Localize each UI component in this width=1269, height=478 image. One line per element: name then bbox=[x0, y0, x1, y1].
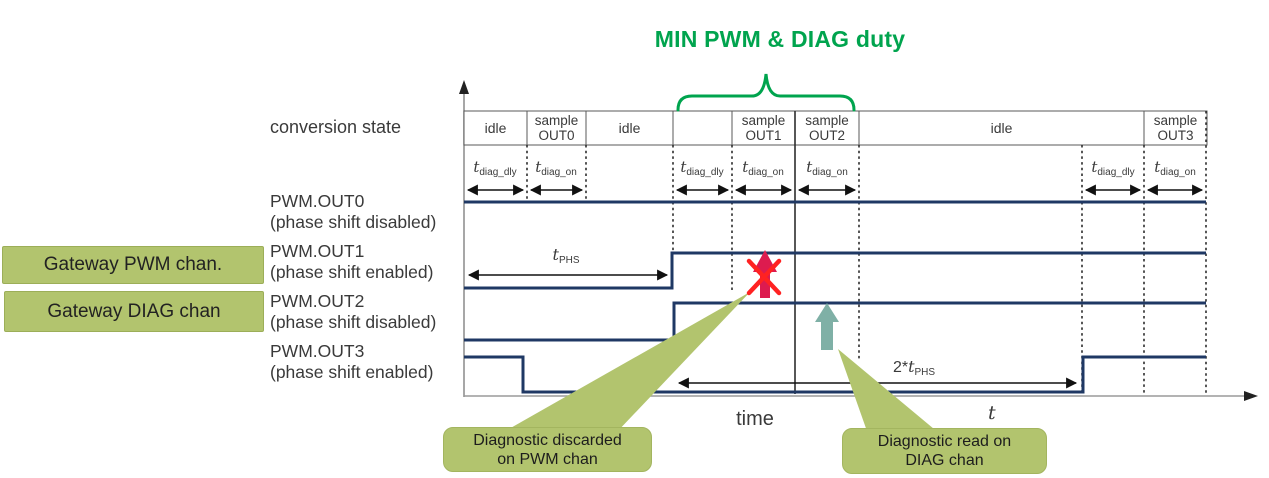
timing-mark-tdiagon-4: tdiag_on bbox=[1154, 158, 1196, 178]
state-cell-sample-out2: sample OUT2 bbox=[805, 113, 849, 143]
signal-label-pwm-out0: PWM.OUT0 (phase shift disabled) bbox=[270, 191, 437, 232]
state-cell-sample-out0: sample OUT0 bbox=[534, 113, 579, 143]
t-axis-label: t bbox=[988, 402, 996, 424]
pwm-out2-waveform bbox=[464, 301, 1206, 342]
gateway-diag-chan-label: Gateway DIAG chan bbox=[4, 291, 264, 332]
state-cell-sample-out3: sample OUT3 bbox=[1153, 113, 1198, 143]
timing-mark-tdiagon-3: tdiag_on bbox=[806, 158, 848, 178]
timing-mark-tdiagon-1: tdiag_on bbox=[535, 158, 577, 178]
gateway-pwm-chan-label: Gateway PWM chan. bbox=[2, 246, 264, 284]
state-cell-idle-2: idle bbox=[618, 119, 641, 136]
timing-mark-tdiagdly-1: tdiag_dly bbox=[473, 158, 517, 178]
timing-mark-tdiagon-2: tdiag_on bbox=[742, 158, 784, 178]
state-cell-idle-1: idle bbox=[484, 119, 507, 136]
conversion-state-grid bbox=[463, 110, 1208, 146]
diagram-title: MIN PWM & DIAG duty bbox=[654, 26, 906, 52]
two-t-phs-label: 2*tPHS bbox=[892, 357, 936, 378]
waveforms bbox=[464, 200, 1206, 394]
discard-arrow-icon bbox=[746, 250, 782, 298]
state-cell-idle-3: idle bbox=[990, 119, 1013, 136]
state-cell-blank bbox=[673, 111, 732, 145]
pwm-out1-waveform bbox=[464, 251, 1206, 290]
t-phs-label: tPHS bbox=[552, 245, 580, 266]
state-cell-sample-out1: sample OUT1 bbox=[741, 113, 786, 143]
time-axis-label: time bbox=[736, 408, 774, 430]
discard-callout-wedge bbox=[500, 292, 750, 434]
callout-diagnostic-read: Diagnostic read on DIAG chan bbox=[842, 428, 1047, 474]
pwm-out3-waveform bbox=[464, 355, 1206, 394]
signal-label-pwm-out3: PWM.OUT3 (phase shift enabled) bbox=[270, 341, 434, 382]
conversion-state-label: conversion state bbox=[270, 117, 402, 137]
callout-diagnostic-discarded: Diagnostic discarded on PWM chan bbox=[443, 427, 652, 472]
signal-label-pwm-out1: PWM.OUT1 (phase shift enabled) bbox=[270, 241, 434, 282]
dotted-guides bbox=[526, 111, 1207, 394]
timing-mark-tdiagdly-2: tdiag_dly bbox=[680, 158, 724, 178]
timing-mark-tdiagdly-3: tdiag_dly bbox=[1091, 158, 1135, 178]
read-callout-wedge bbox=[838, 349, 940, 434]
min-duty-brace bbox=[676, 73, 856, 112]
signal-label-pwm-out2: PWM.OUT2 (phase shift disabled) bbox=[270, 291, 437, 332]
read-arrow-icon bbox=[815, 303, 839, 350]
